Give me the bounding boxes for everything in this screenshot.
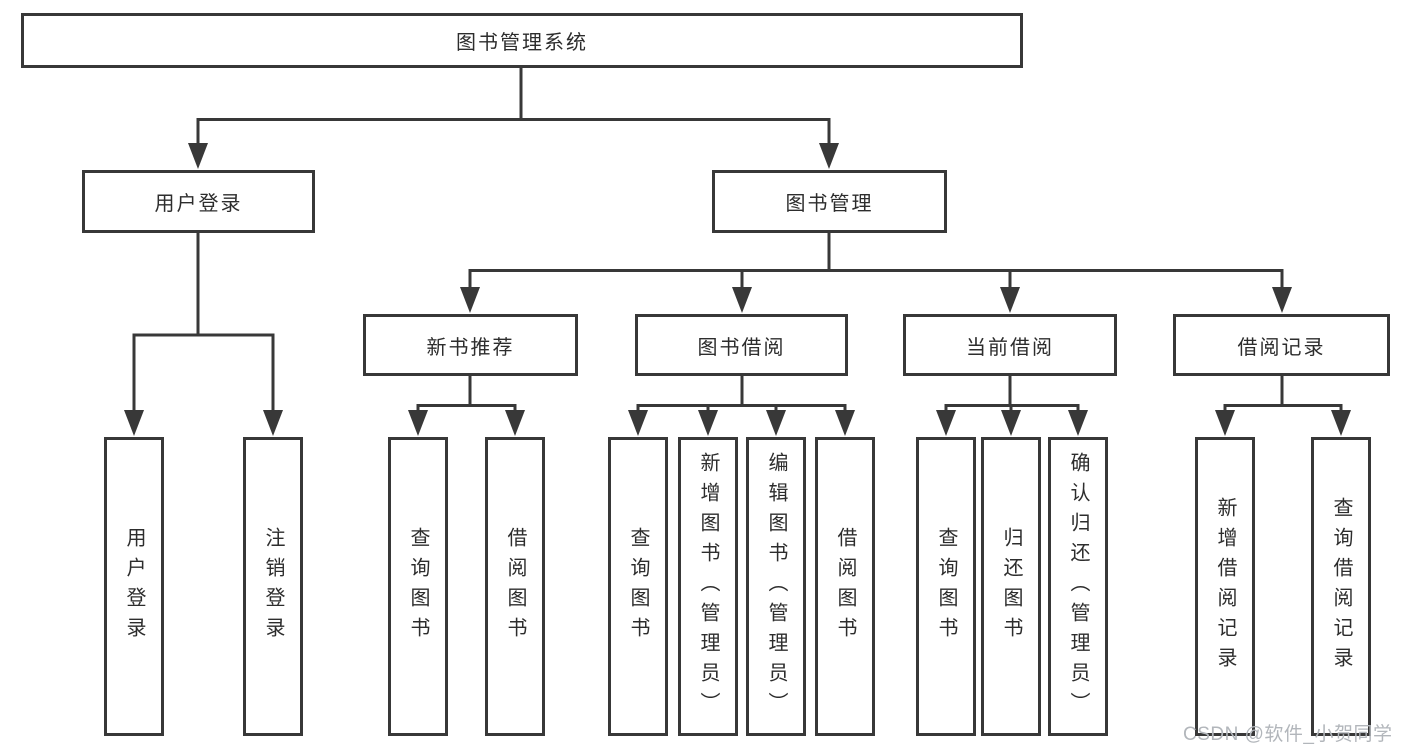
node-new-book-recommend: 新书推荐 [363, 314, 578, 376]
leaf-return-books: 归还图书 [981, 437, 1041, 736]
node-label: 查询借阅记录 [1330, 496, 1352, 677]
node-label: 用户登录 [123, 526, 145, 647]
node-label: 编辑图书（管理员） [765, 451, 787, 722]
node-label: 图书管理系统 [456, 32, 588, 54]
node-label: 图书管理 [785, 193, 874, 215]
node-user-login: 用户登录 [82, 170, 315, 233]
node-label: 注销登录 [262, 526, 284, 647]
node-label: 新增图书（管理员） [697, 451, 719, 722]
arrowhead-down-icon [263, 410, 283, 436]
arrowhead-down-icon [628, 410, 648, 436]
arrowhead-down-icon [1001, 410, 1021, 436]
arrowhead-down-icon [408, 410, 428, 436]
leaf-query-books: 查询图书 [608, 437, 668, 736]
node-book-borrow: 图书借阅 [635, 314, 848, 376]
leaf-query-borrow-record: 查询借阅记录 [1311, 437, 1371, 736]
node-label: 借阅图书 [504, 526, 526, 647]
node-current-borrow: 当前借阅 [903, 314, 1117, 376]
arrowhead-down-icon [1331, 410, 1351, 436]
node-label: 查询图书 [407, 526, 429, 647]
arrowhead-down-icon [460, 287, 480, 313]
node-book-management: 图书管理 [712, 170, 947, 233]
leaf-borrow-books: 借阅图书 [815, 437, 875, 736]
edge-records-children [1215, 376, 1351, 436]
leaf-borrow-books: 借阅图书 [485, 437, 545, 736]
edge-line [468, 269, 1284, 293]
arrowhead-down-icon [1000, 287, 1020, 313]
edge-line [636, 404, 847, 417]
node-label: 查询图书 [627, 526, 649, 647]
edge-recommend-children [408, 376, 525, 436]
arrowhead-down-icon [698, 410, 718, 436]
arrowhead-down-icon [732, 287, 752, 313]
leaf-user-login: 用户登录 [104, 437, 164, 736]
arrowhead-down-icon [766, 410, 786, 436]
edge-current-children [936, 376, 1088, 436]
node-label: 借阅图书 [834, 526, 856, 647]
arrowhead-down-icon [124, 410, 144, 436]
node-label: 用户登录 [154, 193, 243, 215]
node-label: 当前借阅 [966, 336, 1054, 359]
edge-user-login-children [124, 233, 283, 436]
arrowhead-down-icon [1068, 410, 1088, 436]
leaf-query-books: 查询图书 [388, 437, 448, 736]
arrowhead-down-icon [1215, 410, 1235, 436]
watermark: CSDN @软件_小贺同学 [1183, 724, 1393, 745]
arrowhead-down-icon [1272, 287, 1292, 313]
node-label: 新书推荐 [426, 336, 515, 359]
edge-book-mgmt-to-level3 [460, 233, 1292, 313]
node-label: 归还图书 [1000, 526, 1022, 647]
leaf-logout: 注销登录 [243, 437, 303, 736]
arrowhead-down-icon [835, 410, 855, 436]
node-label: 新增借阅记录 [1214, 496, 1236, 677]
edge-line [196, 118, 831, 149]
leaf-add-borrow-record: 新增借阅记录 [1195, 437, 1255, 736]
arrowhead-down-icon [936, 410, 956, 436]
node-label: 图书借阅 [697, 336, 786, 359]
edge-line [416, 404, 517, 417]
node-borrow-records: 借阅记录 [1173, 314, 1390, 376]
node-library-management-system: 图书管理系统 [21, 13, 1023, 68]
node-label: 确认归还（管理员） [1067, 451, 1089, 722]
node-label: 查询图书 [935, 526, 957, 647]
leaf-edit-books-admin: 编辑图书（管理员） [746, 437, 806, 736]
arrowhead-down-icon [188, 143, 208, 169]
edge-root-to-level2 [188, 68, 839, 169]
leaf-add-books-admin: 新增图书（管理员） [678, 437, 738, 736]
arrowhead-down-icon [819, 143, 839, 169]
edge-line [1223, 404, 1343, 417]
node-label: 借阅记录 [1237, 336, 1326, 359]
arrowhead-down-icon [505, 410, 525, 436]
leaf-query-books: 查询图书 [916, 437, 976, 736]
edge-line [132, 333, 275, 417]
edge-borrow-children [628, 376, 855, 436]
leaf-confirm-return-admin: 确认归还（管理员） [1048, 437, 1108, 736]
